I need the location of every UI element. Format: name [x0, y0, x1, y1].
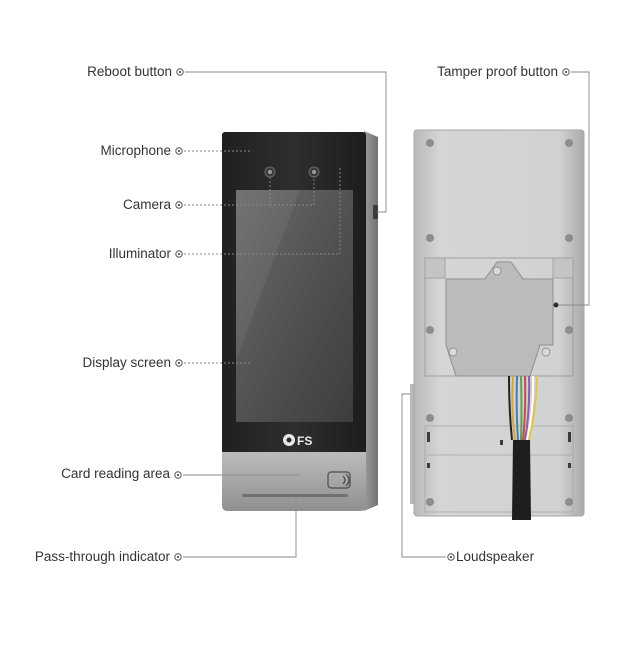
label-camera: Camera [122, 197, 171, 212]
plate-screws [448, 266, 551, 357]
label-illuminator: Illuminator [108, 246, 171, 261]
label-microphone: Microphone [100, 143, 171, 158]
leader-reboot-button [185, 71, 387, 213]
leader-loudspeaker [401, 393, 446, 558]
front-device [222, 131, 378, 511]
leader-lines [183, 71, 590, 558]
camera-lens-right-center [312, 170, 316, 174]
label-tamper-proof-button: Tamper proof button [437, 64, 558, 79]
lower-housing [424, 425, 574, 513]
leader-illuminator [184, 168, 341, 255]
mounting-plate [445, 261, 554, 377]
leader-pass-through-indicator [183, 498, 297, 558]
label-pass-through-indicator: Pass-through indicator [34, 549, 170, 564]
tamper-proof-button [553, 302, 559, 308]
back-side-edge [410, 384, 416, 504]
label-loudspeaker: Loudspeaker [456, 549, 535, 564]
label-card-reading-area: Card reading area [61, 466, 170, 481]
screen-reflection [236, 190, 300, 360]
wiring-bundle [508, 375, 538, 441]
leader-tamper-proof-button [559, 71, 590, 306]
connector-slots [427, 432, 571, 468]
back-screws [426, 139, 573, 506]
label-display-screen: Display screen [82, 355, 171, 370]
nfc-icon [327, 471, 351, 489]
fs-logo-text: FS [297, 434, 312, 448]
label-reboot-button: Reboot button [87, 64, 172, 79]
front-side-edge [364, 131, 378, 511]
frame-clip-right [552, 257, 574, 279]
frame-clip-left [424, 257, 446, 279]
reboot-button [373, 205, 378, 219]
back-device [410, 129, 585, 520]
leader-dots-center [176, 70, 568, 559]
fs-logo-icon-center [286, 437, 292, 443]
display-screen [236, 190, 353, 422]
pass-through-indicator [242, 494, 348, 497]
cable-sheath [512, 440, 531, 520]
camera-lens-left-center [268, 170, 272, 174]
leader-camera-2 [270, 176, 315, 206]
